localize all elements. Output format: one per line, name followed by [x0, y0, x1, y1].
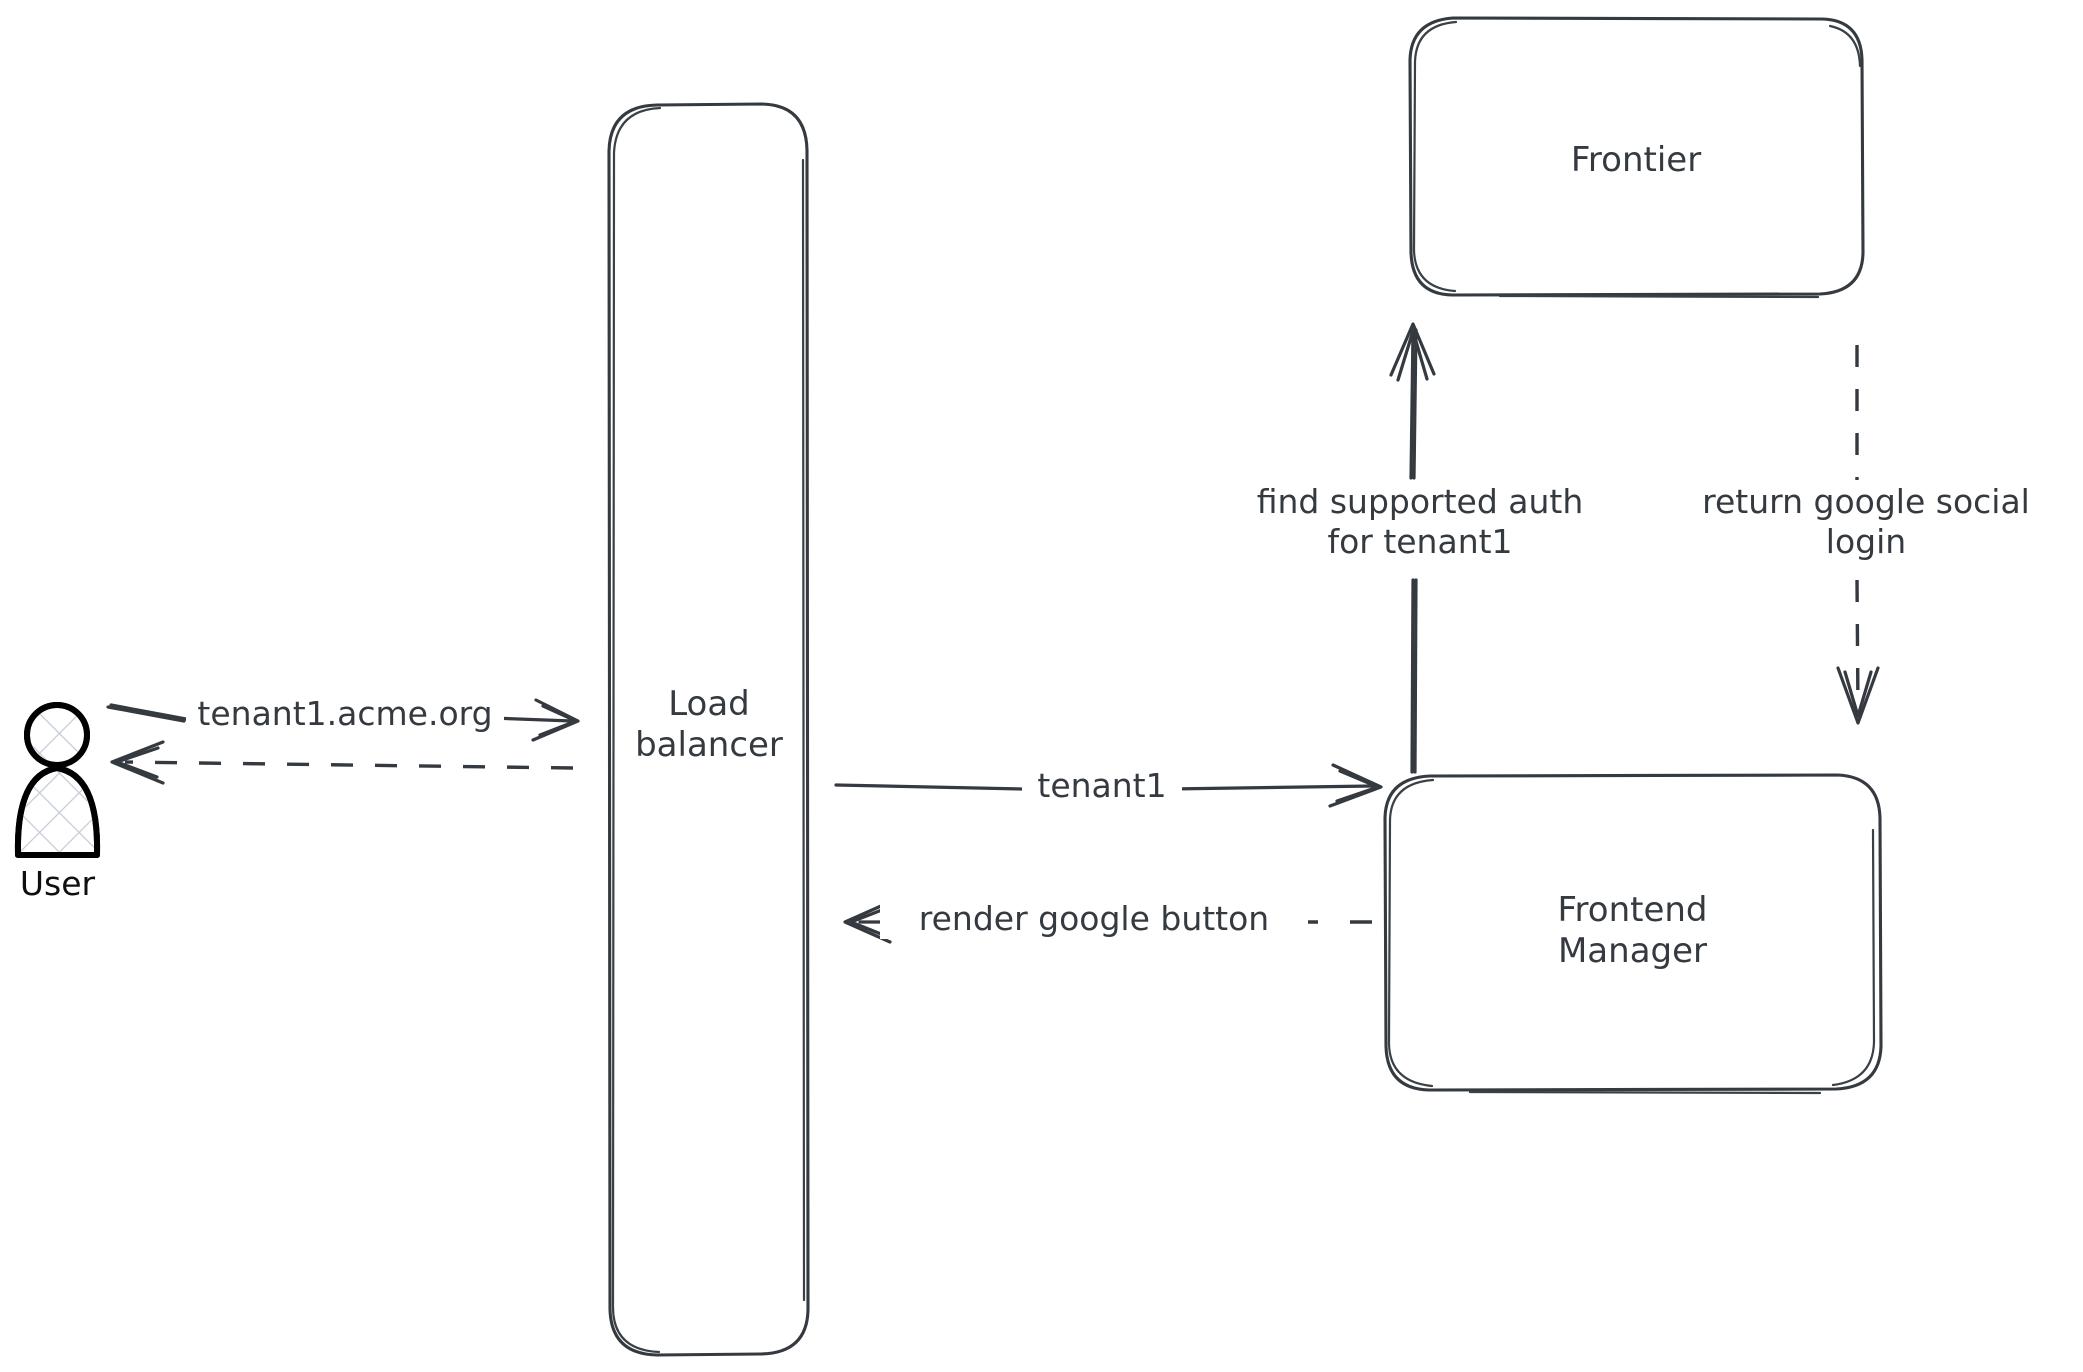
node-load-balancer-shape[interactable] [607, 102, 810, 1357]
edge-frontier-to-frontend-manager[interactable] [1836, 345, 1880, 725]
edge-frontend-manager-to-frontier[interactable] [1389, 322, 1436, 774]
actor-user-figure[interactable] [14, 702, 101, 858]
edge-load-balancer-to-frontend-manager[interactable] [834, 763, 1383, 808]
node-frontend-manager-shape[interactable] [1383, 773, 1883, 1095]
edge-frontend-manager-to-load-balancer[interactable] [843, 900, 1372, 944]
node-frontier-shape[interactable] [1408, 16, 1865, 299]
edge-load-balancer-to-user[interactable] [110, 740, 574, 785]
edge-user-to-load-balancer[interactable] [106, 698, 580, 742]
